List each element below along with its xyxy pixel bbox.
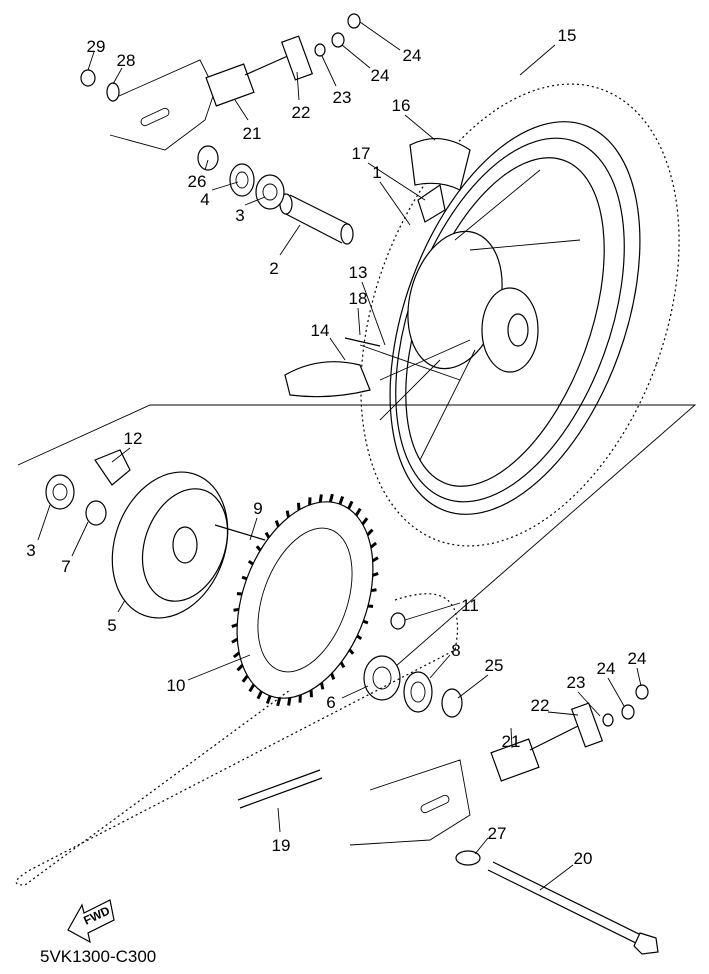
sprocket-tooth	[330, 672, 336, 680]
callout-29: 29	[87, 37, 106, 56]
callout-21: 21	[243, 124, 262, 143]
callout-1: 1	[372, 163, 381, 182]
sprocket-tooth	[247, 559, 254, 566]
fwd-arrow-icon: FWD	[67, 899, 115, 944]
sprocket-tooth	[241, 575, 248, 581]
callout-27: 27	[488, 824, 507, 843]
sprocket-tooth	[318, 494, 323, 503]
sprocket-tooth	[354, 507, 362, 517]
callout-10: 10	[167, 676, 186, 695]
sprocket-tooth	[231, 637, 239, 644]
sprocket-tooth	[256, 690, 263, 700]
callout-24: 24	[403, 46, 422, 65]
upper-swingarm-plane	[109, 59, 216, 151]
lower-slot	[420, 794, 450, 814]
callout-7: 7	[61, 557, 70, 576]
callout-5: 5	[107, 616, 116, 635]
wheel-hub	[407, 230, 539, 373]
callout-15: 15	[558, 26, 577, 45]
callout-8: 8	[451, 641, 460, 660]
sprocket-tooth	[285, 510, 290, 518]
sprocket-tooth	[248, 683, 256, 693]
callout-24: 24	[371, 66, 390, 85]
sprocket-tooth	[320, 682, 325, 690]
callout-22: 22	[292, 103, 311, 122]
callout-23: 23	[567, 673, 586, 692]
sprocket-tooth	[236, 664, 244, 672]
sprocket-tooth	[233, 607, 240, 612]
sprocket-tooth	[276, 697, 282, 707]
sprocket-tooth	[264, 531, 271, 539]
callout-17: 17	[352, 144, 371, 163]
spokes	[359, 169, 581, 461]
sprocket-tooth	[287, 697, 292, 706]
callout-4: 4	[200, 190, 209, 209]
valve	[344, 337, 381, 347]
callout-2: 2	[269, 259, 278, 278]
callout-13: 13	[349, 263, 368, 282]
bearings-and-washers	[45, 13, 649, 866]
leader-lines	[37, 21, 642, 891]
drive-chain	[15, 593, 459, 886]
sprocket-tooth	[274, 520, 280, 528]
callout-16: 16	[392, 96, 411, 115]
sprocket-tooth	[255, 545, 262, 552]
callout-24: 24	[597, 659, 616, 678]
chain-pullers	[205, 35, 604, 782]
sprocket-tooth	[370, 588, 377, 593]
sprocket	[231, 493, 379, 707]
lower-swingarm-plane	[349, 759, 471, 846]
assembly-plane	[17, 404, 697, 681]
callout-20: 20	[574, 849, 593, 868]
sprocket-tooth	[241, 674, 249, 683]
callout-6: 6	[326, 693, 335, 712]
sprocket-tooth	[348, 648, 355, 655]
sprocket-tooth	[232, 651, 241, 659]
sprocket-tooth	[362, 619, 369, 625]
sprocket-tooth	[328, 493, 334, 503]
callout-labels: 29 28 21 22 23 24 24 15 16 17 1 26 4 3 2…	[26, 26, 646, 868]
callout-21: 21	[502, 732, 521, 751]
callout-18: 18	[349, 289, 368, 308]
sprocket-hub	[94, 449, 266, 619]
axle	[487, 861, 659, 955]
upper-slot	[140, 107, 170, 127]
callout-24: 24	[628, 649, 647, 668]
sprocket-tooth	[265, 695, 272, 705]
callout-25: 25	[485, 656, 504, 675]
sprocket-tooth	[347, 500, 354, 510]
sprocket-tooth	[369, 541, 378, 549]
callout-28: 28	[117, 51, 136, 70]
rear-tire	[360, 83, 680, 547]
sprocket-tooth	[372, 572, 379, 577]
diagram-code: 5VK1300-C300	[40, 947, 156, 966]
callout-19: 19	[272, 836, 291, 855]
callout-22: 22	[531, 696, 550, 715]
callout-14: 14	[311, 321, 330, 340]
callout-3: 3	[235, 206, 244, 225]
collar	[279, 193, 354, 245]
callout-12: 12	[124, 429, 143, 448]
callout-11: 11	[461, 596, 479, 615]
tube-16	[409, 137, 471, 191]
rim-band-17	[417, 183, 446, 223]
sprocket-tooth	[339, 661, 346, 669]
sprocket-tooth	[356, 634, 363, 641]
sprocket-tooth	[366, 528, 374, 536]
callout-9: 9	[253, 499, 262, 518]
callout-3: 3	[26, 541, 35, 560]
sprocket-tooth	[338, 495, 345, 505]
sprocket-tooth	[361, 517, 369, 526]
callout-23: 23	[333, 88, 352, 107]
tube-14	[284, 361, 371, 398]
callout-26: 26	[188, 172, 207, 191]
sprocket-tooth	[371, 556, 379, 563]
sprocket-tooth	[231, 623, 238, 628]
